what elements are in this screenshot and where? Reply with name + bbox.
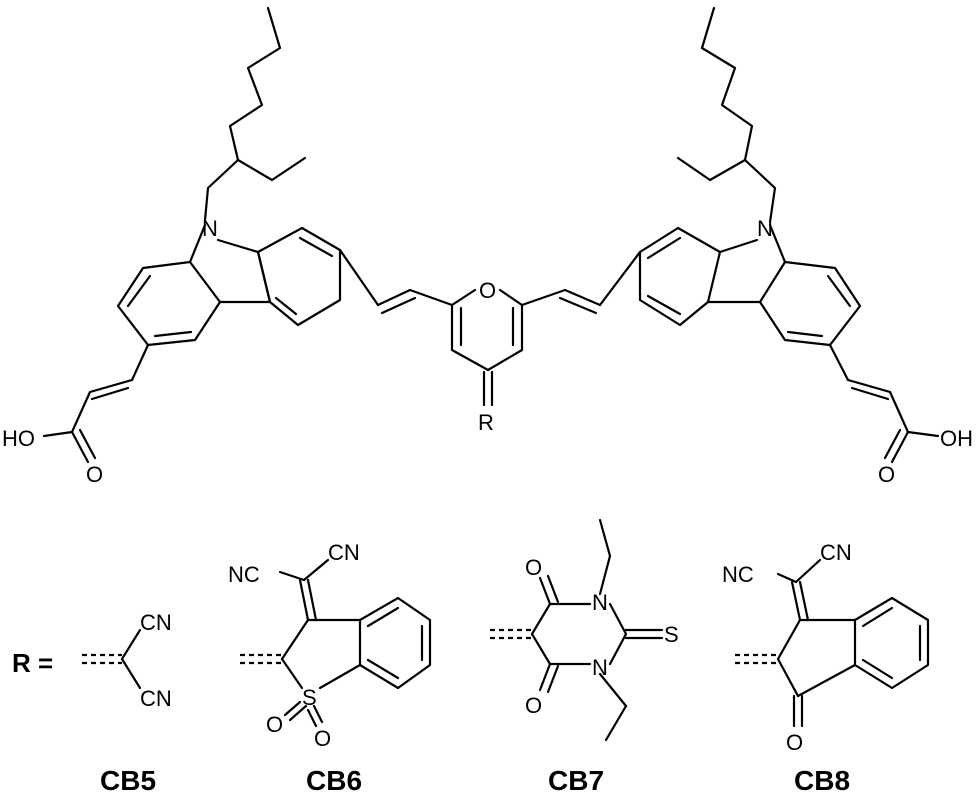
central-pyran-ring <box>450 288 524 407</box>
left-nitrogen-label: N <box>202 216 218 241</box>
cb6-oxygen-right-label: O <box>314 726 331 751</box>
r-definition-label: R = <box>12 648 53 678</box>
cb6-compound-label: CB6 <box>306 765 362 796</box>
cb8-substituent: NC CN O CB8 <box>722 540 930 796</box>
cb5-cyano-top-label: CN <box>140 610 172 635</box>
main-molecule: N N O R HO O OH O <box>2 6 973 487</box>
right-acid-hydroxyl-label: OH <box>940 426 973 451</box>
left-vinylene <box>338 248 454 315</box>
cb5-compound-label: CB5 <box>100 765 156 796</box>
left-acrylic-acid <box>42 343 150 464</box>
cb8-cn-label: CN <box>820 540 852 565</box>
right-acid-carbonyl-label: O <box>878 462 895 487</box>
cb7-oxygen-top-label: O <box>525 555 542 580</box>
r-substituent-label: R <box>478 410 494 435</box>
cb6-cn-label: CN <box>328 540 360 565</box>
cb7-nitrogen-top-label: N <box>592 590 608 615</box>
right-nitrogen-label: N <box>757 216 773 241</box>
cb6-substituent: NC CN S O O CB6 <box>228 540 432 796</box>
cb7-substituent: O N S N O CB7 <box>490 518 679 796</box>
left-ethylhexyl-chain <box>203 6 307 222</box>
cb6-sulfur-label: S <box>302 685 317 710</box>
cb5-cyano-bottom-label: CN <box>140 686 172 711</box>
cb6-nc-label: NC <box>228 562 260 587</box>
cb6-oxygen-left-label: O <box>266 712 283 737</box>
cb7-oxygen-bottom-label: O <box>525 693 542 718</box>
right-vinylene <box>520 250 642 315</box>
cb7-compound-label: CB7 <box>548 765 604 796</box>
cb8-compound-label: CB8 <box>794 765 850 796</box>
right-acrylic-acid <box>828 343 940 464</box>
right-carbazole <box>638 223 862 347</box>
left-acid-carbonyl-label: O <box>86 462 103 487</box>
pyran-oxygen-label: O <box>479 278 496 303</box>
cb7-nitrogen-bottom-label: N <box>592 655 608 680</box>
cb7-sulfur-label: S <box>664 622 679 647</box>
right-ethylhexyl-chain <box>676 6 777 224</box>
cb8-oxygen-label: O <box>786 730 803 755</box>
left-carbazole <box>116 223 342 347</box>
left-acid-hydroxyl-label: HO <box>2 426 35 451</box>
cb5-substituent: CN CN CB5 <box>82 610 172 796</box>
cb8-nc-label: NC <box>722 562 754 587</box>
